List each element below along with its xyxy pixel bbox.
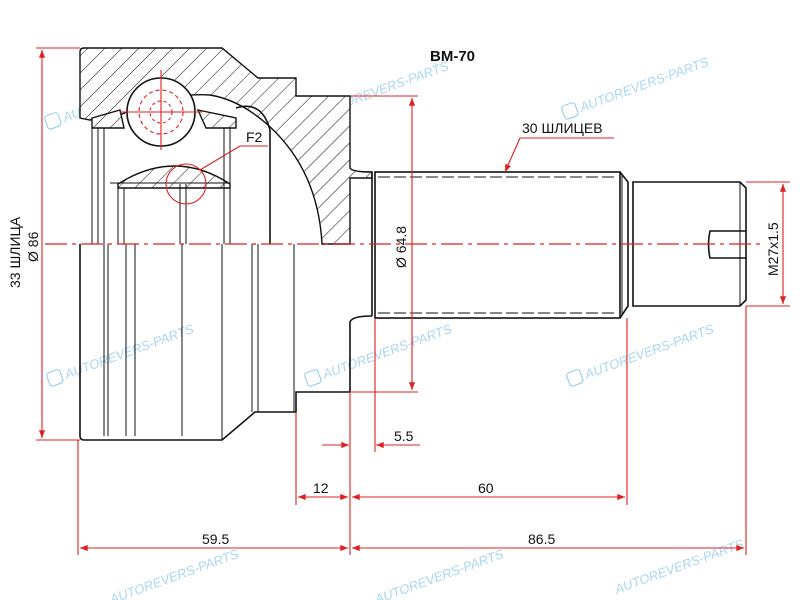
- watermark-text: AUTOREVERS-PARTS: [320, 321, 454, 382]
- dim-total-right: 86.5: [528, 531, 555, 547]
- watermark-logo-icon: [304, 369, 322, 387]
- part-number-title: BM-70: [430, 48, 475, 65]
- dim-body-length: 59.5: [202, 531, 229, 547]
- dim-neck: 5.5: [394, 428, 414, 444]
- watermark-text: AUTOREVERS-PARTS: [62, 321, 196, 382]
- outer-race-body: F2: [79, 47, 373, 441]
- watermark-text: AUTOREVERS-PARTS: [577, 54, 711, 115]
- watermark-logo-icon: [46, 369, 64, 387]
- flange-diameter-label: Ø 64.8: [393, 226, 409, 268]
- splines-outer-label: 33 ШЛИЦА: [7, 216, 23, 288]
- dimensions: 33 ШЛИЦА Ø 86 Ø 64.8 M27x1.5 30 ШЛИЦЕВ 5…: [7, 47, 790, 555]
- splines-shaft-label: 30 ШЛИЦЕВ: [522, 120, 603, 136]
- outer-diameter-label: Ø 86: [25, 231, 41, 262]
- thread-label: M27x1.5: [765, 222, 781, 276]
- watermark-logo-icon: [44, 112, 62, 130]
- splined-shaft: [374, 171, 747, 319]
- dim-shaft-length: 60: [478, 480, 494, 496]
- watermark-text: AUTOREVERS-PARTS: [582, 321, 716, 382]
- watermark-logo-icon: [561, 102, 579, 120]
- callout-f2: F2: [246, 129, 263, 145]
- watermark-logo-icon: [566, 369, 584, 387]
- dim-flange-length: 12: [313, 480, 329, 496]
- watermark-text: AUTOREVERS-PARTS: [107, 546, 241, 600]
- watermark-text: AUTOREVERS-PARTS: [372, 546, 506, 600]
- watermark-text: AUTOREVERS-PARTS: [612, 536, 746, 597]
